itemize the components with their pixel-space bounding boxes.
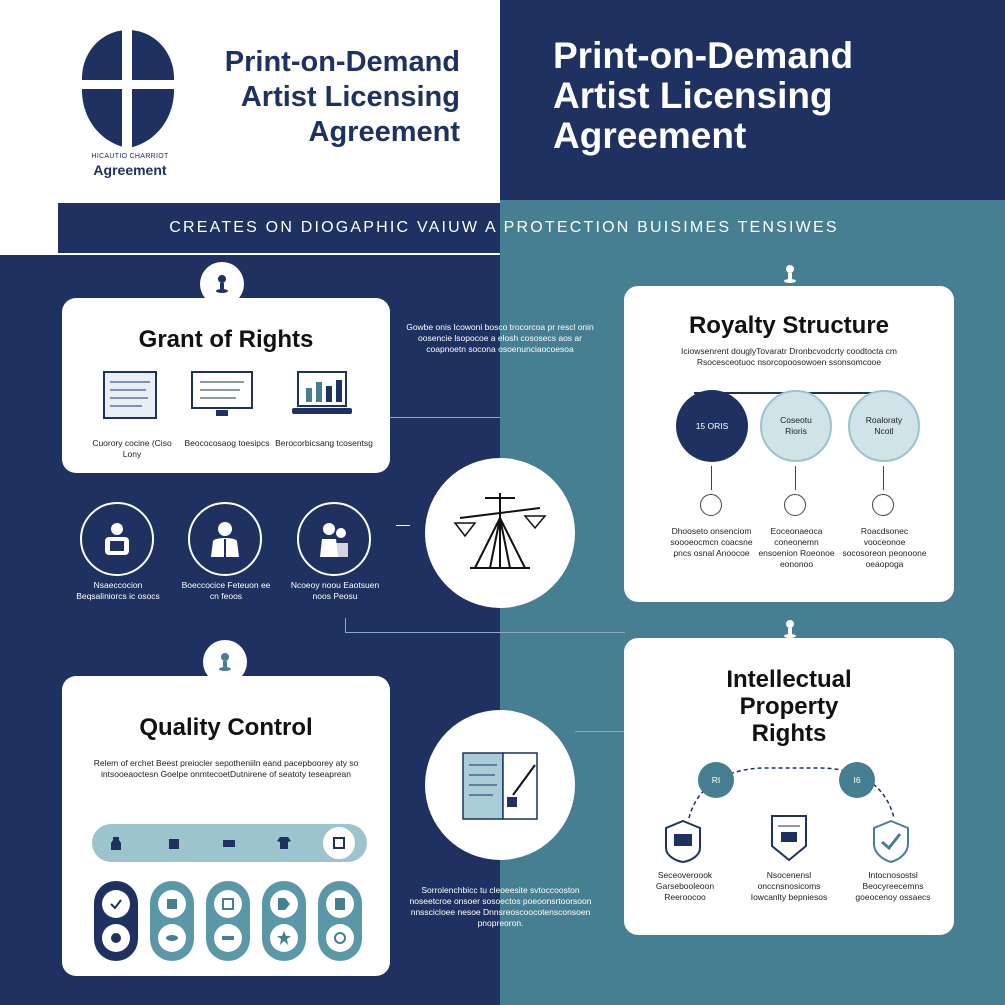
people-icon	[320, 523, 348, 557]
tag-icon	[278, 898, 290, 910]
document-icon	[103, 371, 157, 419]
tier-text: Eoceonaeoca coneonemn ensoenion Roeonoe …	[758, 526, 835, 569]
ip-item-label: Nsocenensl onccnsnosicoms Iowcanlty bepn…	[750, 870, 828, 902]
tier-connector	[795, 466, 796, 490]
grant-item-label: Beococosaog toesipcs	[184, 438, 270, 448]
grant-item-label: Berocorbicsang tcosentsg	[275, 438, 373, 448]
group-ring	[80, 502, 154, 576]
tier-text: Roacdsonec vooceonoe socosoreon peonoone…	[842, 526, 927, 569]
quality-control-card: Quality Control Relem of erchet Beest pr…	[62, 676, 390, 976]
grant-title: Grant of Rights	[138, 326, 314, 353]
contract-circle	[425, 710, 575, 860]
quality-pill	[94, 881, 138, 961]
certificate-icon	[771, 815, 807, 862]
frame-icon	[222, 898, 234, 910]
quality-step-dot	[212, 826, 246, 860]
tier-circle: 15 ORIS	[676, 390, 748, 462]
ip-badge: I6	[839, 762, 875, 798]
people-label: Nsaeccocion Beqsaliniorcs ic osocs	[76, 580, 160, 601]
quality-paragraph: Relem of erchet Beest preiocler sepothen…	[93, 758, 359, 779]
scales-icon	[453, 493, 547, 569]
connector-line	[345, 632, 625, 633]
connector-line	[390, 417, 500, 418]
ip-badge: RI	[698, 762, 734, 798]
people-ring	[297, 502, 371, 576]
ruler-icon	[222, 936, 234, 940]
bottle-icon	[111, 837, 121, 850]
badge-icon	[334, 932, 346, 944]
ip-title: Intellectual Property Rights	[726, 666, 852, 747]
hand-icon	[111, 933, 121, 943]
star-icon	[277, 931, 291, 945]
shield-icon	[873, 819, 909, 864]
royalty-subtitle: Iciowsenrent douglyTovaratr Dronbcvodcrt…	[681, 346, 897, 367]
contract-icon	[462, 752, 538, 820]
shirt-icon	[277, 837, 291, 849]
pin-icon	[219, 653, 231, 671]
page-title-left: Print-on-Demand Artist Licensing Agreeme…	[224, 46, 460, 148]
connector-line	[345, 618, 346, 632]
grid-icon	[167, 899, 177, 909]
header-navy-panel	[500, 0, 1005, 200]
connector-line	[396, 525, 410, 526]
ip-rights-card: Intellectual Property Rights RI I6 Seceo…	[624, 638, 954, 935]
banner-bg-teal	[500, 203, 950, 253]
people-label: Boeccocice Feteuon ee cn feoos	[181, 580, 271, 601]
tier-node	[700, 494, 722, 516]
quality-step-dot	[157, 826, 191, 860]
tier-circle: Coseotu Rioris	[760, 390, 832, 462]
clipboard-icon	[335, 898, 345, 910]
royalty-structure-card: Royalty Structure Iciowsenrent douglyTov…	[624, 286, 954, 602]
quality-title: Quality Control	[139, 714, 313, 741]
pin-icon	[784, 265, 796, 283]
quality-pill	[206, 881, 250, 961]
tier-connector	[883, 466, 884, 490]
pin-icon	[784, 620, 796, 638]
pin-icon	[216, 275, 228, 293]
quality-step-dot	[267, 826, 301, 860]
tier-text: Dhooseto onsenciom soooeocmcn coacsne pn…	[670, 526, 753, 558]
middle-paragraph: Gowbe onis Icowoni bosco trocorcoa pr re…	[406, 322, 594, 354]
quality-pill	[262, 881, 306, 961]
tier-node	[872, 494, 894, 516]
print-icon	[223, 840, 235, 847]
tier-circle: Roaloraty Ncotl	[848, 390, 920, 462]
grant-of-rights-card: Grant of Rights Cuorory cocine (Ciso Lon…	[62, 298, 390, 473]
check-icon	[110, 899, 122, 910]
tier-node	[784, 494, 806, 516]
tier-connector	[711, 466, 712, 490]
quality-pill	[150, 881, 194, 961]
scales-circle	[425, 458, 575, 608]
person-ring	[188, 502, 262, 576]
grant-item-label: Cuorory cocine (Ciso Lony	[92, 438, 172, 459]
logo-icon	[82, 30, 174, 148]
logo-caption: Agreement	[93, 162, 167, 178]
cup-icon	[169, 839, 179, 849]
quality-step-dot	[322, 826, 356, 860]
badge-icon	[665, 819, 701, 864]
people-label: Ncoeoy noou Eaotsuen noos Peosu	[290, 580, 380, 601]
ip-item-label: Intocnosostsl Beocyreecemns goeocenoy os…	[855, 870, 931, 902]
page-title-right: Print-on-Demand Artist Licensing Agreeme…	[553, 35, 854, 156]
quality-step-dot	[99, 826, 133, 860]
eye-icon	[166, 935, 178, 941]
quality-pill	[318, 881, 362, 961]
laptop-chart-icon	[292, 371, 352, 414]
logo-caption-small: HICAUTIO CHARRIOT	[91, 153, 169, 160]
bottom-paragraph: Sorrolenchbicc tu cleoeesite svtoccoosto…	[409, 885, 592, 928]
royalty-title: Royalty Structure	[688, 312, 890, 339]
person-icon	[211, 522, 239, 557]
box-icon	[333, 837, 345, 849]
group-icon	[105, 523, 129, 555]
connector-line	[575, 731, 625, 732]
banner-text: CREATES ON DIOGAPHIC VAIUW A PROTECTION …	[169, 219, 839, 236]
ip-item-label: Seceoveroook Garsebooleoon Reeroocoo	[655, 870, 715, 902]
monitor-icon	[191, 371, 253, 416]
